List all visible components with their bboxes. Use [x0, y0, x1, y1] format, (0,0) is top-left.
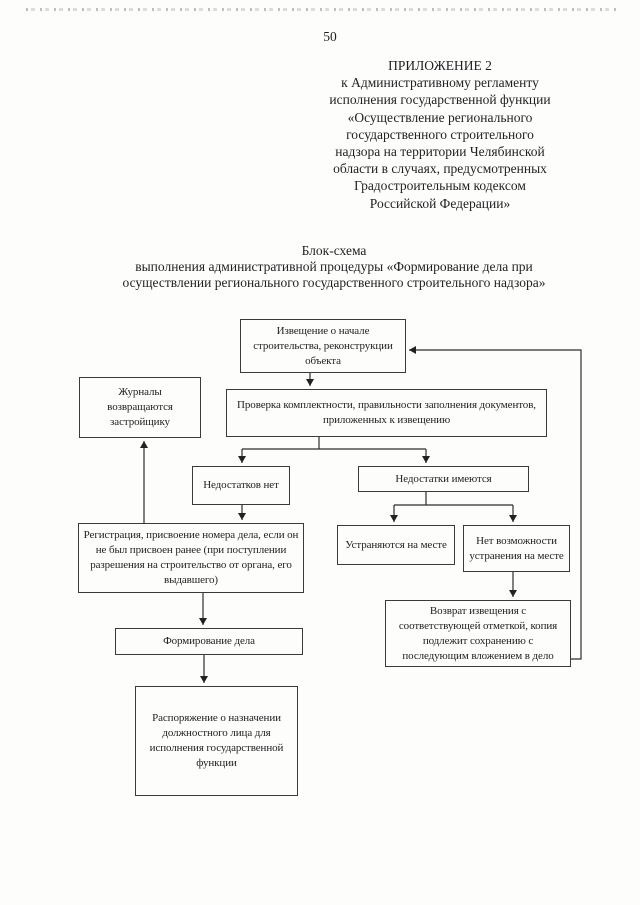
flow-node-return-notice: Возврат извещения с соответствующей отме… — [385, 600, 571, 667]
appendix-heading: ПРИЛОЖЕНИЕ 2 к Административному регламе… — [312, 57, 568, 212]
appendix-line: Российской Федерации» — [369, 195, 511, 211]
appendix-line: ПРИЛОЖЕНИЕ 2 — [388, 58, 492, 73]
appendix-line: к Административному регламенту — [341, 75, 539, 91]
flow-node-label: Извещение о начале строительства, реконс… — [253, 324, 393, 367]
appendix-line: надзора на территории Челябинской — [335, 144, 545, 160]
flow-node-registration-case-number: Регистрация, присвоение номера дела, есл… — [78, 523, 304, 593]
flow-node-fixed-on-site: Устраняются на месте — [337, 525, 455, 565]
scan-artifact-line — [26, 8, 616, 11]
flow-node-no-defects: Недостатков нет — [192, 466, 290, 505]
flowchart-title-line: осуществлении регионального государствен… — [122, 275, 546, 290]
flow-node-label: Недостатки имеются — [395, 472, 492, 485]
appendix-line: «Осуществление регионального — [347, 109, 533, 125]
flowchart-title-line: Блок-схема — [301, 243, 367, 258]
flow-node-label: Нет возможности устранения на месте — [469, 534, 564, 562]
flow-node-notice-of-construction-start: Извещение о начале строительства, реконс… — [240, 319, 406, 373]
flow-node-label: Устраняются на месте — [345, 538, 447, 551]
flow-node-label: Регистрация, присвоение номера дела, есл… — [83, 529, 299, 586]
page-number: 50 — [323, 29, 337, 44]
flow-node-order-appointing-official: Распоряжение о назначении должностного л… — [135, 686, 298, 796]
flowchart-title-line: выполнения административной процедуры «Ф… — [135, 259, 533, 274]
flow-node-label: Распоряжение о назначении должностного л… — [149, 712, 284, 769]
flow-node-completeness-check: Проверка комплектности, правильности зап… — [226, 389, 547, 437]
flow-node-case-formation: Формирование дела — [115, 628, 303, 655]
appendix-line: исполнения государственной функции — [329, 92, 551, 108]
flowchart-title: Блок-схема выполнения административной п… — [14, 243, 640, 291]
appendix-line: области в случаях, предусмотренных — [333, 161, 547, 177]
flow-node-defects-present: Недостатки имеются — [358, 466, 529, 492]
appendix-line: Градостроительным кодексом — [354, 178, 526, 194]
appendix-line: государственного строительного — [346, 126, 534, 142]
flow-node-label: Журналы возвращаются застройщику — [107, 386, 173, 428]
flow-node-journals-returned: Журналы возвращаются застройщику — [79, 377, 201, 438]
flow-node-cannot-fix-on-site: Нет возможности устранения на месте — [463, 525, 570, 572]
flow-node-label: Проверка комплектности, правильности зап… — [237, 399, 536, 426]
flow-node-label: Формирование дела — [163, 635, 255, 647]
flow-node-label: Недостатков нет — [203, 479, 279, 491]
flow-node-label: Возврат извещения с соответствующей отме… — [398, 604, 558, 662]
